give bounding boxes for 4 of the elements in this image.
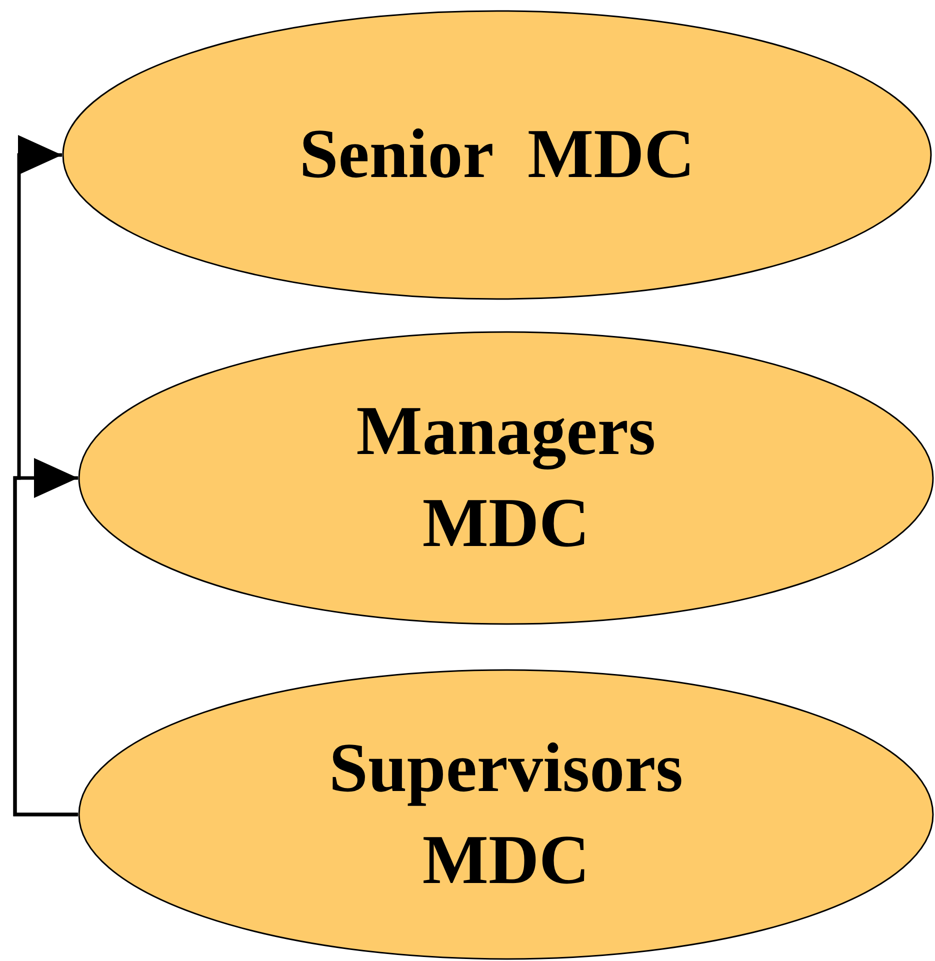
node-label: Managers MDC (355, 392, 657, 564)
connector-arrow (13, 135, 78, 816)
node-label: Supervisors MDC (328, 728, 684, 900)
node-label: Senior MDC (299, 115, 695, 195)
